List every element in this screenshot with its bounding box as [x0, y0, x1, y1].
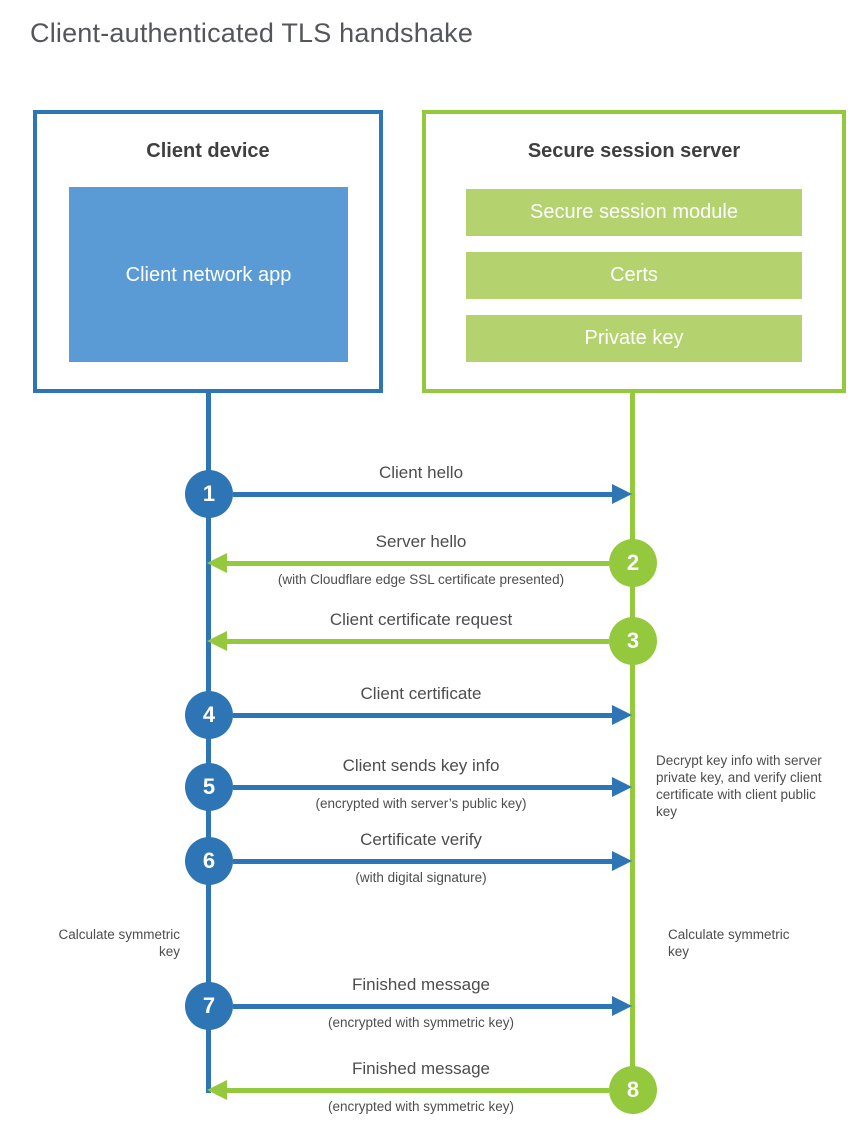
step-6-circle: 6: [185, 837, 233, 885]
step-4-label: Client certificate: [360, 684, 482, 703]
step-8-circle: 8: [609, 1066, 657, 1114]
decrypt-key-info-note: Decrypt key info with server private key…: [656, 753, 822, 819]
page-title: Client-authenticated TLS handshake: [30, 18, 474, 48]
step-2-label: Server hello: [375, 532, 467, 551]
step-8-label: Finished message: [352, 1059, 490, 1078]
server-module-bar-3: Private key: [466, 315, 802, 362]
step-3-circle: 3: [609, 617, 657, 665]
server-lifeline: [630, 391, 635, 1093]
client-lifeline: [206, 391, 211, 1093]
client-network-app-box: Client network app: [69, 187, 348, 362]
step-5-arrowhead-right-icon: [612, 777, 632, 797]
server-module-bar-1: Secure session module: [466, 189, 802, 236]
step-4-arrowhead-right-icon: [612, 705, 632, 725]
step-3-arrowhead-left-icon: [207, 631, 227, 651]
step-5-arrow-line: [233, 785, 613, 790]
step-7-circle: 7: [185, 982, 233, 1030]
step-1-arrow-line: [233, 492, 613, 497]
step-8-arrowhead-left-icon: [207, 1080, 227, 1100]
step-8-arrow-line: [226, 1088, 609, 1093]
step-5-label: Client sends key info: [342, 756, 500, 775]
client-network-app-label: Client network app: [125, 263, 292, 286]
step-5-circle: 5: [185, 763, 233, 811]
step-2-sublabel: (with Cloudflare edge SSL certificate pr…: [277, 572, 565, 587]
step-7-sublabel: (encrypted with symmetric key): [327, 1015, 515, 1030]
step-3-arrow-line: [226, 639, 609, 644]
step-1-arrowhead-right-icon: [612, 484, 632, 504]
calculate-symmetric-key-note-client: Calculate symmetric key: [58, 927, 180, 959]
step-7-arrow-line: [233, 1004, 613, 1009]
server-module-bar-2: Certs: [466, 252, 802, 299]
client-device-title: Client device: [146, 140, 270, 162]
step-4-circle: 4: [185, 691, 233, 739]
step-7-label: Finished message: [352, 975, 490, 994]
calculate-symmetric-key-note-server: Calculate symmetric key: [668, 927, 790, 959]
step-4-arrow-line: [233, 713, 613, 718]
step-7-arrowhead-right-icon: [612, 996, 632, 1016]
secure-session-server-title: Secure session server: [527, 140, 741, 162]
step-2-arrow-line: [226, 561, 609, 566]
step-6-arrowhead-right-icon: [612, 851, 632, 871]
step-5-sublabel: (encrypted with server’s public key): [315, 796, 527, 811]
step-6-arrow-line: [233, 859, 613, 864]
step-6-sublabel: (with digital signature): [355, 870, 487, 885]
step-2-arrowhead-left-icon: [207, 553, 227, 573]
step-2-circle: 2: [609, 539, 657, 587]
step-6-label: Certificate verify: [360, 830, 482, 849]
step-1-circle: 1: [185, 470, 233, 518]
step-3-label: Client certificate request: [329, 610, 513, 629]
step-8-sublabel: (encrypted with symmetric key): [327, 1099, 515, 1114]
step-1-label: Client hello: [378, 463, 464, 482]
